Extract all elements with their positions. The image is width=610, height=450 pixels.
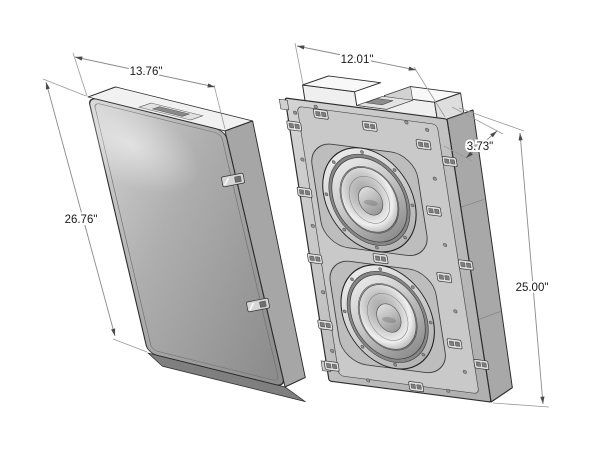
grille-width-label: 13.76" [130,66,163,78]
grille-handle-slot [151,106,191,117]
enclosure-slot [365,98,394,106]
grille-panel [62,86,306,403]
frame-height-label: 25.00" [516,282,549,294]
dimensions: 13.76" 26.76" 12.01" 3.73" 25.00" [42,42,550,408]
grille-height-label: 26.76" [65,214,98,226]
corner-bracket-top-left [278,98,290,111]
frame-width-label: 12.01" [341,54,374,66]
frame-width-dimension: 12.01" [294,42,446,118]
grille-width-dimension: 13.76" [72,52,226,130]
frame-depth-dimension: 3.73" [443,106,504,162]
grille-height-dimension: 26.76" [42,78,148,353]
frame-depth-label: 3.73" [467,141,493,153]
frame-height-dimension: 25.00" [458,107,550,408]
subwoofer-frame [278,75,513,403]
